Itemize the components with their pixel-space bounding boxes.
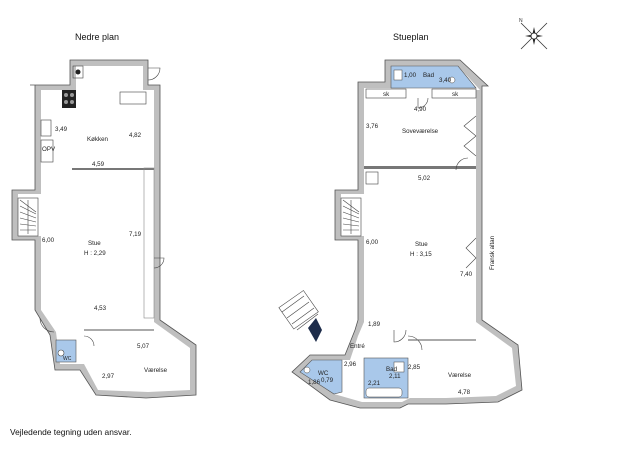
dim-211: 2,11: [389, 373, 401, 380]
main-floor-title: Stueplan: [393, 32, 429, 42]
room-label-main: Værelse: [448, 372, 472, 379]
kitchen-label: Køkken: [87, 136, 109, 143]
wardrobe-doors: [463, 115, 477, 157]
bath-top-label: Bad: [423, 72, 435, 79]
dim-221: 2,21: [368, 380, 381, 387]
lower-stairs: [17, 197, 39, 237]
dim-297: 2,97: [102, 373, 115, 380]
entry-arrow-icon: [308, 318, 322, 342]
dim-376: 3,76: [366, 123, 379, 130]
dim-600-lower: 6,00: [42, 237, 55, 244]
dim-079: 0,79: [321, 377, 334, 384]
opv-label: OPV: [42, 146, 56, 153]
living-label-main: Stue: [415, 241, 428, 248]
closet-right: [431, 88, 477, 99]
sink-icon: [40, 119, 52, 137]
svg-text:N: N: [519, 18, 523, 24]
room-door-lower: [83, 335, 95, 347]
dim-349: 3,49: [55, 126, 68, 133]
living-door-lower: [153, 257, 165, 269]
bedroom-door: [455, 157, 469, 171]
living-label-lower: Stue: [88, 240, 101, 247]
sk-left: sk: [383, 91, 390, 98]
dim-490: 4,90: [414, 106, 427, 113]
living-height-main: H : 3,15: [410, 251, 432, 258]
kitchen-island: [119, 91, 147, 105]
stove-icon: [62, 90, 76, 108]
french-balcony-door: [465, 237, 477, 269]
dim-502: 5,02: [418, 175, 431, 182]
lower-wc: [55, 339, 77, 363]
fridge-icon: [72, 65, 84, 79]
lower-floor-title: Nedre plan: [75, 32, 119, 42]
bedroom-label: Soveværelse: [402, 128, 439, 135]
dim-459: 4,59: [92, 161, 105, 168]
dim-719: 7,19: [129, 231, 142, 238]
main-stairs: [340, 197, 362, 237]
main-wc: [299, 359, 343, 395]
dim-296: 2,96: [344, 361, 357, 368]
entry-label: Entré: [350, 343, 365, 350]
dim-482: 4,82: [129, 132, 142, 139]
dim-340: 3,40: [439, 77, 452, 84]
dim-100: 1,00: [404, 72, 417, 79]
main-bath-top: [390, 65, 477, 89]
entry-stairs: [278, 290, 322, 342]
main-floor-plan: 1,00 Bad 3,40 sk sk 4,90 3,76 Soveværels…: [278, 59, 523, 409]
dim-453: 4,53: [94, 305, 107, 312]
main-wc-label: WC: [318, 370, 329, 377]
bath-bottom-label: Bad: [386, 366, 398, 373]
living-height-lower: H : 2,29: [84, 250, 106, 257]
room-label-lower: Værelse: [144, 367, 168, 374]
opv-box: [40, 139, 54, 163]
compass-icon: N: [519, 18, 548, 50]
disclaimer: Vejledende tegning uden ansvar.: [10, 427, 132, 437]
sk-right: sk: [452, 91, 459, 98]
dim-600-main: 6,00: [366, 239, 379, 246]
closet-left: [365, 88, 407, 99]
dim-478: 4,78: [458, 389, 471, 396]
french-balcony-label: Fransk altan: [489, 235, 496, 270]
living-door-left: [39, 317, 55, 333]
dim-189: 1,89: [368, 321, 381, 328]
dim-507: 5,07: [137, 343, 150, 350]
dim-740: 7,40: [460, 271, 473, 278]
kitchen-door: [147, 67, 161, 81]
bathtub-icon: [365, 387, 403, 398]
lower-wc-label: WC: [63, 356, 72, 362]
lower-floor-plan: OPV 3,49 Køkken 4,82 4,59 6,00 Stue H : …: [11, 59, 197, 399]
dim-186: 1,86: [308, 379, 321, 386]
dim-285: 2,85: [408, 364, 421, 371]
